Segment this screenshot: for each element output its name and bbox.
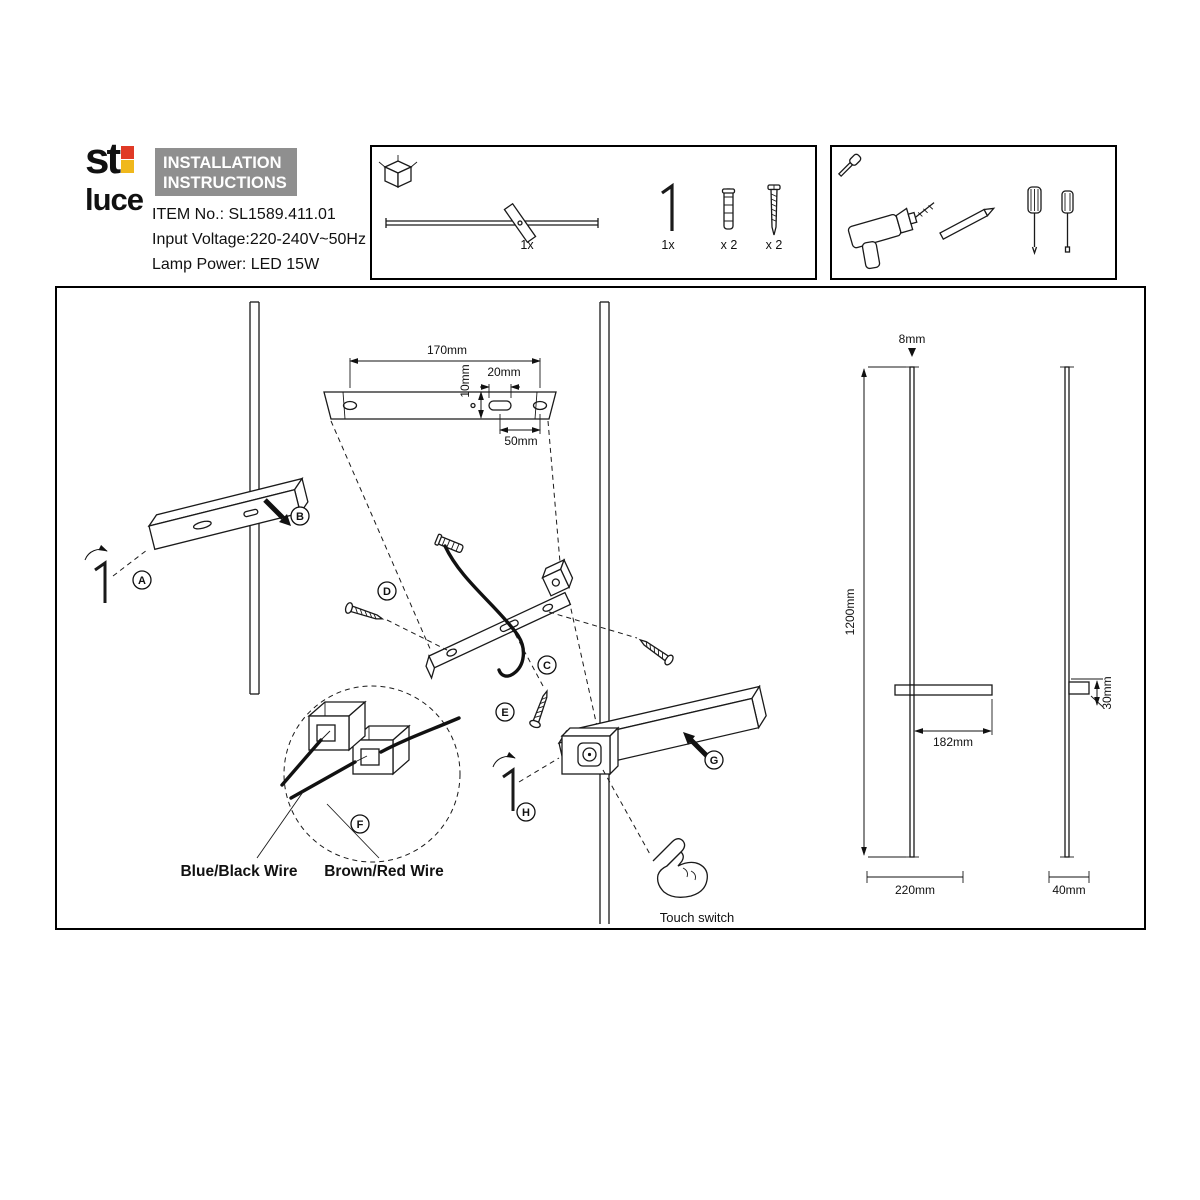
wall-anchor-icon — [721, 188, 736, 230]
step-circle-b — [290, 506, 310, 526]
step-label-d: D — [383, 586, 391, 598]
step-label-e: E — [501, 707, 508, 719]
step-circle-d — [377, 581, 397, 601]
dim-label-182mm: 182mm — [933, 735, 973, 749]
touch-switch-label: Touch switch — [660, 910, 734, 925]
direction-arrow-b — [263, 498, 291, 526]
screw-icon — [343, 601, 385, 625]
drill-icon — [847, 202, 935, 270]
dim-label-40mm: 40mm — [1052, 883, 1085, 897]
dim-label-20mm: 20mm — [487, 365, 520, 379]
hex-key-icon — [84, 544, 108, 603]
hex-key-icon — [492, 751, 516, 811]
flat-screwdriver-icon — [1061, 190, 1074, 253]
package-contents-diagram: 1x 1x x 2 x 2 — [378, 155, 783, 252]
stluce-logo: st luce — [85, 134, 155, 218]
banner-line-2: INSTRUCTIONS — [163, 174, 287, 193]
dim-label-30mm: 30mm — [1100, 676, 1114, 709]
step-circle-f — [350, 814, 370, 834]
main-diagram-box: A B 170mm 10mm 20mm 50mm — [55, 286, 1146, 930]
item-number: ITEM No.: SL1589.411.01 — [152, 206, 336, 223]
screw-icon — [636, 634, 676, 667]
step-label-b: B — [296, 511, 304, 523]
item-info: ITEM No.: SL1589.411.01 Input Voltage:22… — [152, 203, 366, 277]
step-circle-e — [495, 702, 515, 722]
step-circle-c — [537, 655, 557, 675]
anchor-qty-label: x 2 — [721, 238, 738, 252]
dim-label-170mm: 170mm — [427, 343, 467, 357]
connector-housing — [541, 558, 574, 597]
step-circle-g — [704, 750, 724, 770]
phillips-screwdriver-icon — [1027, 186, 1042, 256]
dim-label-10mm: 10mm — [458, 364, 472, 397]
tools-diagram — [837, 153, 1074, 270]
logo-text-st: st — [85, 134, 121, 183]
lamp-qty-label: 1x — [520, 238, 534, 252]
direction-arrow-g — [683, 732, 709, 758]
package-contents-box: 1x 1x x 2 x 2 — [370, 145, 817, 280]
logo-text-luce: luce — [85, 182, 144, 218]
dim-label-1200mm: 1200mm — [843, 589, 857, 636]
wire-lead — [280, 738, 323, 787]
input-voltage: Input Voltage:220-240V~50Hz — [152, 230, 366, 248]
tools-box — [830, 145, 1117, 280]
screw-icon — [528, 688, 553, 730]
lamp-body — [147, 476, 309, 551]
hand-pointer-icon — [652, 838, 708, 898]
screw-qty-label: x 2 — [766, 238, 783, 252]
step-label-c: C — [543, 660, 551, 672]
lamp-power: Lamp Power: LED 15W — [152, 255, 320, 273]
brown-red-wire-label: Brown/Red Wire — [324, 863, 444, 880]
mounting-bracket-3d — [425, 558, 574, 680]
dim-label-50mm: 50mm — [504, 434, 537, 448]
side-view-dimensions: 30mm 40mm — [1048, 366, 1114, 897]
wiring-detail-inset: F Blue/Black Wire Brown/Red Wire — [180, 685, 461, 880]
hex-key-icon — [661, 182, 674, 231]
wall-pole-left-diagram: A B — [84, 301, 310, 695]
dim-label-220mm: 220mm — [895, 883, 935, 897]
wire-lead — [289, 760, 357, 800]
screwdriver-icon — [837, 153, 862, 178]
package-icon — [378, 155, 418, 189]
logo-yellow-square — [121, 160, 135, 173]
installation-diagram: A B 170mm 10mm 20mm 50mm — [84, 301, 1114, 925]
pencil-icon — [939, 207, 996, 241]
wall-pole-install-diagram: G H Touch switch — [492, 301, 767, 925]
step-label-f: F — [357, 819, 364, 831]
logo-red-square — [121, 146, 135, 159]
blue-black-wire-label: Blue/Black Wire — [180, 863, 297, 880]
wire-connector-icon — [351, 724, 411, 776]
step-circle-h — [516, 802, 536, 822]
black-wire — [379, 716, 461, 754]
instructions-banner: INSTALLATION INSTRUCTIONS — [155, 148, 297, 196]
power-wire — [443, 544, 525, 678]
banner-line-1: INSTALLATION — [163, 154, 282, 172]
screw-icon — [767, 184, 781, 236]
touch-sensor-icon — [577, 742, 602, 767]
hex-key-qty-label: 1x — [661, 238, 675, 252]
lamp-mount — [560, 726, 620, 776]
wire-connector-icon — [307, 700, 367, 752]
front-view-dimensions: 8mm 1200mm 182mm 220mm — [843, 332, 993, 897]
step-label-h: H — [522, 807, 530, 819]
mounting-plate-plan-diagram: 170mm 10mm 20mm 50mm — [323, 343, 563, 652]
bracket-exploded-diagram: D C E — [343, 533, 676, 741]
step-label-g: G — [710, 755, 719, 767]
dim-label-8mm: 8mm — [899, 332, 926, 346]
step-label-a: A — [138, 575, 146, 587]
step-circle-a — [132, 570, 152, 590]
lamp-item — [385, 202, 599, 244]
